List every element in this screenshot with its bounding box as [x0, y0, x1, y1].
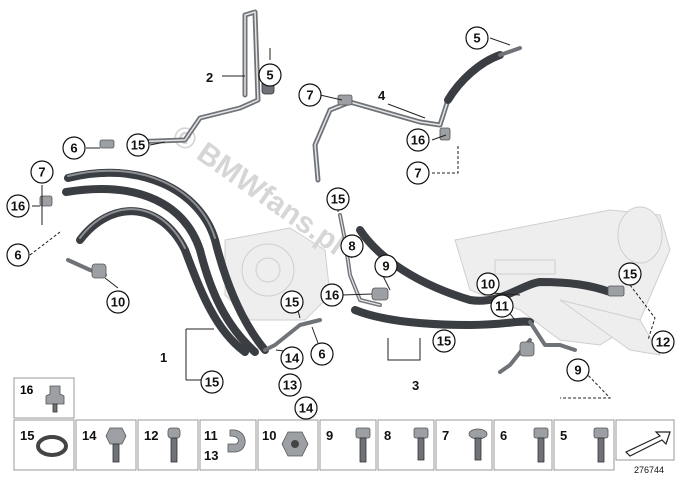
- steering-rack-ghost: [454, 206, 671, 356]
- svg-text:16: 16: [11, 199, 25, 214]
- callout-7-upper-right: 7: [406, 161, 430, 185]
- legend-label-15: 15: [20, 428, 34, 443]
- callout-16-mid: 16: [320, 283, 344, 307]
- hose-group-1: [62, 168, 269, 356]
- direction-arrow-icon: [624, 431, 671, 457]
- fittings: [39, 94, 625, 357]
- callout-7-pipe: 7: [298, 83, 322, 107]
- callout-16-upper-right: 16: [406, 128, 430, 152]
- bolt-12-icon: [167, 427, 181, 463]
- callout-15-left: 15: [126, 133, 150, 157]
- callout-6-left: 6: [62, 136, 86, 160]
- svg-text:15: 15: [285, 295, 299, 310]
- pipe-2: [127, 9, 275, 145]
- callout-15-center: 15: [326, 187, 350, 211]
- callout-14-low: 14: [294, 396, 318, 420]
- legend-label-11: 11: [204, 428, 218, 443]
- svg-text:11: 11: [495, 299, 509, 314]
- legend-row-1: 16: [13, 377, 75, 419]
- legend-label-10: 10: [262, 428, 276, 443]
- screw-5-icon: [593, 427, 609, 463]
- legend-label-7: 7: [442, 428, 449, 443]
- svg-text:15: 15: [437, 334, 451, 349]
- screw-7-icon: [468, 428, 488, 461]
- svg-text:10: 10: [481, 277, 495, 292]
- callout-15-group1: 15: [200, 370, 224, 394]
- legend-label-14: 14: [82, 428, 97, 443]
- svg-text:14: 14: [299, 401, 314, 416]
- callout-6-mid: 6: [310, 342, 334, 366]
- svg-text:16: 16: [325, 288, 339, 303]
- callout-15-right: 15: [618, 262, 642, 286]
- legend-label-9: 9: [326, 428, 333, 443]
- svg-text:16: 16: [411, 133, 425, 148]
- callout-14-mid: 14: [280, 346, 304, 370]
- legend-label-6: 6: [500, 428, 507, 443]
- callout-5-top-right: 5: [465, 26, 489, 50]
- label-4: 4: [378, 88, 386, 103]
- callout-9-low: 9: [566, 358, 590, 382]
- svg-text:14: 14: [285, 351, 300, 366]
- svg-text:5: 5: [473, 31, 480, 46]
- svg-text:6: 6: [70, 141, 77, 156]
- callout-7-left: 7: [30, 160, 54, 184]
- svg-text:15: 15: [205, 375, 219, 390]
- callout-12-right: 12: [651, 330, 675, 354]
- svg-text:12: 12: [656, 335, 670, 350]
- svg-text:13: 13: [283, 378, 297, 393]
- screw-9-icon: [355, 427, 371, 463]
- pump-pipes: [66, 213, 382, 352]
- hex-bolt-14-icon: [105, 427, 127, 463]
- svg-text:6: 6: [14, 248, 21, 263]
- svg-text:15: 15: [131, 138, 145, 153]
- callout-15-pump: 15: [280, 290, 304, 314]
- label-3: 3: [412, 378, 419, 393]
- callout-10-right: 10: [476, 272, 500, 296]
- callout-10-left: 10: [106, 290, 130, 314]
- svg-text:15: 15: [623, 267, 637, 282]
- svg-text:7: 7: [414, 166, 421, 181]
- reference-number: 276744: [634, 465, 664, 475]
- callout-6-far-left: 6: [6, 243, 30, 267]
- callout-8: 8: [340, 234, 364, 258]
- legend-row-2: 15 14 12 11 13 10 9 8 7 6 5: [13, 419, 675, 475]
- screw-8-icon: [413, 427, 429, 461]
- legend-label-8: 8: [384, 428, 391, 443]
- callout-13: 13: [278, 373, 302, 397]
- label-2: 2: [206, 70, 213, 85]
- svg-text:6: 6: [318, 347, 325, 362]
- legend-label-5: 5: [560, 428, 567, 443]
- pipe-4: [312, 46, 522, 183]
- svg-text:7: 7: [38, 165, 45, 180]
- callout-9-mid: 9: [374, 254, 398, 278]
- svg-text:8: 8: [348, 239, 355, 254]
- svg-text:9: 9: [574, 363, 581, 378]
- nut-10-icon: [281, 431, 309, 457]
- legend-label-12: 12: [144, 428, 158, 443]
- svg-text:7: 7: [306, 88, 313, 103]
- svg-text:9: 9: [382, 259, 389, 274]
- svg-text:10: 10: [111, 295, 125, 310]
- legend-label-13: 13: [204, 448, 218, 463]
- legend-label-16: 16: [20, 383, 34, 397]
- callout-5-top-mid: 5: [258, 63, 282, 87]
- callout-15-group3: 15: [432, 329, 456, 353]
- svg-text:5: 5: [266, 68, 273, 83]
- label-1: 1: [160, 350, 167, 365]
- callout-11-right: 11: [490, 294, 514, 318]
- pump-ghost: [224, 227, 331, 321]
- screw-6-icon: [533, 427, 549, 463]
- callout-16-left: 16: [6, 194, 30, 218]
- o-ring-icon: [36, 435, 68, 457]
- clamp-11-icon: [227, 429, 246, 453]
- svg-text:15: 15: [331, 192, 345, 207]
